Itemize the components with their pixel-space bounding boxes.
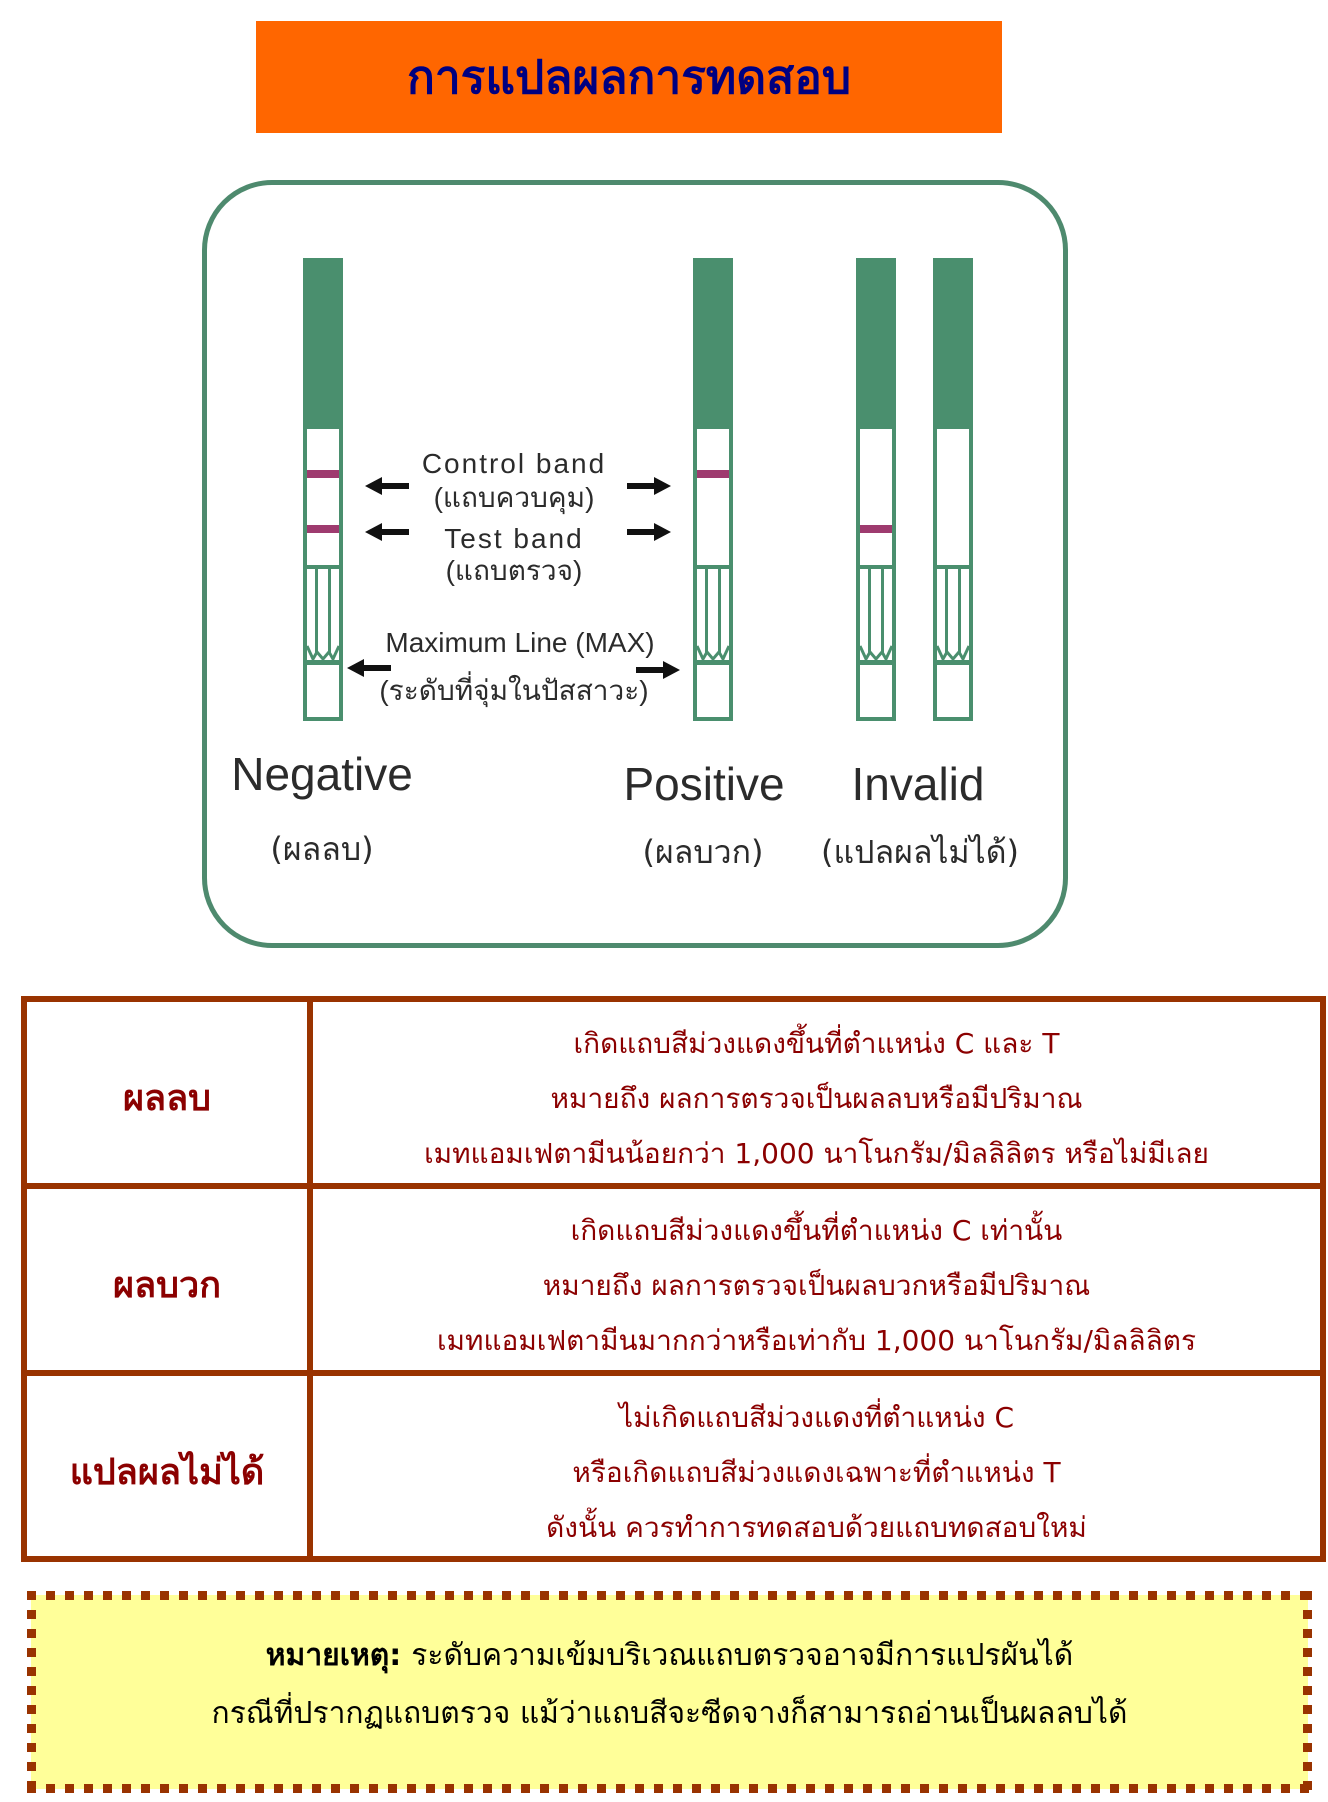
note-box: หมายเหตุ: ระดับความเข้มบริเวณแถบตรวจอาจมี…	[27, 1591, 1312, 1793]
table-cell-description: เกิดแถบสีม่วงแดงขึ้นที่ตำแหน่ง C เท่านั้…	[313, 1189, 1320, 1370]
max-line-mark	[305, 645, 341, 663]
result-label-invalid-th: (แปลผลไม่ได้)	[821, 833, 1019, 871]
note-label: หมายเหตุ:	[265, 1638, 402, 1673]
table-cell-result: ผลบวก	[27, 1189, 307, 1370]
test-band-label: Test band	[444, 523, 584, 554]
test-strip-invalid-a	[856, 258, 896, 721]
arrow-left-icon	[347, 658, 391, 678]
table-cell-description: ไม่เกิดแถบสีม่วงแดงที่ตำแหน่ง C หรือเกิด…	[313, 1376, 1320, 1556]
max-line-label: Maximum Line (MAX)	[385, 627, 655, 658]
test-strip-positive	[693, 258, 733, 721]
table-cell-result: ผลลบ	[27, 1002, 307, 1183]
control-band-line	[697, 470, 729, 478]
table-cell-result: แปลผลไม่ได้	[27, 1376, 307, 1556]
arrow-right-icon	[627, 522, 671, 542]
description-line: หมายถึง ผลการตรวจเป็นผลลบหรือมีปริมาณ	[550, 1082, 1083, 1115]
result-label-positive-th: (ผลบวก)	[642, 833, 764, 871]
result-label-positive: Positive	[623, 758, 785, 810]
page-title: การแปลผลการทดสอบ	[406, 49, 852, 104]
result-label-negative: Negative	[231, 748, 413, 800]
interpretation-table: ผลลบ เกิดแถบสีม่วงแดงขึ้นที่ตำแหน่ง C แล…	[21, 996, 1326, 1562]
description-line: เกิดแถบสีม่วงแดงขึ้นที่ตำแหน่ง C และ T	[573, 1027, 1060, 1060]
note-text: หมายเหตุ: ระดับความเข้มบริเวณแถบตรวจอาจมี…	[27, 1591, 1312, 1793]
strip-handle	[933, 258, 973, 429]
control-band-line	[307, 470, 339, 478]
max-line-mark	[935, 645, 971, 663]
strip-handle	[303, 258, 343, 429]
max-line-label-th: (ระดับที่จุ่มในปัสสาวะ)	[379, 675, 649, 706]
test-strip-diagram: Control band (แถบควบคุม) Test band (แถบต…	[202, 180, 1068, 948]
arrow-right-icon	[636, 660, 680, 680]
arrow-left-icon	[365, 476, 409, 496]
control-band-label-th: (แถบควบคุม)	[433, 482, 595, 513]
strip-handle	[693, 258, 733, 429]
description-line: หรือเกิดแถบสีม่วงแดงเฉพาะที่ตำแหน่ง T	[572, 1455, 1061, 1489]
note-line-1: หมายเหตุ: ระดับความเข้มบริเวณแถบตรวจอาจมี…	[266, 1627, 1073, 1685]
description-line: หมายถึง ผลการตรวจเป็นผลบวกหรือมีปริมาณ	[542, 1269, 1091, 1302]
arrow-right-icon	[627, 476, 671, 496]
strip-handle	[856, 258, 896, 429]
result-label-invalid: Invalid	[851, 758, 985, 810]
note-dotted-border	[27, 1591, 1312, 1793]
test-band-label-th: (แถบตรวจ)	[445, 555, 583, 586]
arrow-left-icon	[365, 522, 409, 542]
description-line: เกิดแถบสีม่วงแดงขึ้นที่ตำแหน่ง C เท่านั้…	[570, 1214, 1063, 1247]
control-band-label: Control band	[421, 448, 607, 479]
result-label-negative-th: (ผลลบ)	[270, 830, 374, 868]
test-band-line	[307, 525, 339, 533]
max-line-mark	[858, 645, 894, 663]
description-line: ดังนั้น ควรทำการทดสอบด้วยแถบทดสอบใหม่	[546, 1510, 1087, 1544]
note-line-1-text: ระดับความเข้มบริเวณแถบตรวจอาจมีการแปรผัน…	[411, 1638, 1074, 1673]
table-cell-description: เกิดแถบสีม่วงแดงขึ้นที่ตำแหน่ง C และ T ห…	[313, 1002, 1320, 1183]
max-line-mark	[695, 645, 731, 663]
description-line: ไม่เกิดแถบสีม่วงแดงที่ตำแหน่ง C	[619, 1400, 1014, 1434]
test-strip-negative	[303, 258, 343, 721]
description-line: เมทแอมเฟตามีนน้อยกว่า 1,000 นาโนกรัม/มิล…	[424, 1137, 1209, 1170]
test-band-line	[860, 525, 892, 533]
note-line-2: กรณีที่ปรากฏแถบตรวจ แม้ว่าแถบสีจะซีดจางก…	[211, 1696, 1128, 1731]
title-banner: การแปลผลการทดสอบ	[256, 21, 1002, 133]
test-strip-invalid-b	[933, 258, 973, 721]
description-line: เมทแอมเฟตามีนมากกว่าหรือเท่ากับ 1,000 นา…	[436, 1324, 1197, 1357]
